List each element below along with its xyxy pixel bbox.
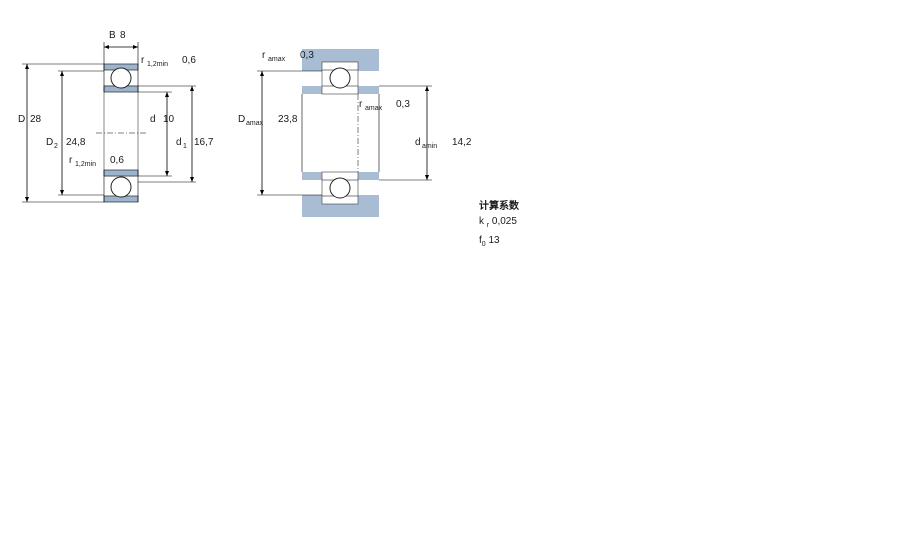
shaft-bottom-right xyxy=(358,172,379,180)
housing-top xyxy=(302,49,379,63)
label-ra-mid-symbol: r xyxy=(359,99,363,110)
dim-da: d amin 14,2 xyxy=(379,85,472,181)
housing-bottom-left xyxy=(302,195,322,203)
label-d1-value: 16,7 xyxy=(194,137,214,148)
label-r-bottom-sub: 1,2min xyxy=(75,161,96,168)
housing-top-left xyxy=(302,63,322,71)
label-d1-symbol: d xyxy=(176,137,182,148)
factor-f0-symbol: f xyxy=(479,235,482,246)
label-ra-top-symbol: r xyxy=(262,50,266,61)
dim-D2: D 2 24,8 xyxy=(46,70,104,196)
dim-ra-mid: r amax 0,3 xyxy=(359,99,410,112)
label-r-top-symbol: r xyxy=(141,55,145,66)
ball-bottom xyxy=(110,176,132,198)
label-da-sub: amin xyxy=(422,143,437,150)
mounted-ball-top xyxy=(329,67,351,89)
housing-top-right xyxy=(358,63,379,71)
label-ra-mid-value: 0,3 xyxy=(396,99,410,110)
factor-kr-sub: r xyxy=(486,222,490,229)
label-ra-top-sub: amax xyxy=(268,56,286,63)
label-D2-sub: 2 xyxy=(54,143,58,150)
dim-ra-top: r amax 0,3 xyxy=(262,50,314,63)
label-da-value: 14,2 xyxy=(452,137,472,148)
label-Da-symbol: D xyxy=(238,114,245,125)
dim-d: d 10 xyxy=(138,91,175,177)
inner-ring-bottom xyxy=(103,169,139,177)
dim-r-bottom: r 1,2min 0,6 xyxy=(69,155,124,168)
factors-title: 计算系数 xyxy=(479,201,519,212)
label-B-symbol: B xyxy=(109,30,116,41)
label-ra-mid-sub: amax xyxy=(365,105,383,112)
mounted-ball-bottom xyxy=(329,177,351,199)
label-d1-sub: 1 xyxy=(183,143,187,150)
shaft-top-left xyxy=(302,86,322,94)
factor-kr: k r 0,025 xyxy=(479,214,519,233)
factor-kr-symbol: k xyxy=(479,216,484,227)
label-r-bottom-symbol: r xyxy=(69,155,73,166)
ball-top xyxy=(110,67,132,89)
bearing-cross-section xyxy=(96,63,146,203)
label-r-bottom-value: 0,6 xyxy=(110,155,124,166)
shaft-top-right xyxy=(358,86,379,94)
factor-f0-sub: 0 xyxy=(481,241,486,248)
factor-f0-value: 13 xyxy=(488,235,500,246)
label-D2-value: 24,8 xyxy=(66,137,86,148)
label-D2-symbol: D xyxy=(46,137,53,148)
shaft-bottom-left xyxy=(302,172,322,180)
housing-bottom-right xyxy=(358,195,379,203)
label-D-value: 28 xyxy=(30,114,42,125)
factor-kr-value: 0,025 xyxy=(491,216,517,227)
label-r-top-value: 0,6 xyxy=(182,55,196,66)
label-d-value: 10 xyxy=(163,114,175,125)
label-D-symbol: D xyxy=(18,114,25,125)
label-Da-sub: amax xyxy=(246,120,264,127)
label-B-value: 8 xyxy=(120,30,126,41)
label-da-symbol: d xyxy=(415,137,421,148)
label-d-symbol: d xyxy=(150,114,156,125)
dim-d1: d 1 16,7 xyxy=(138,85,214,183)
bore-area xyxy=(103,85,139,177)
calculation-factors: 计算系数 k r 0,025 f0 13 xyxy=(479,199,519,252)
dim-D: D 28 xyxy=(18,63,104,203)
housing-bottom xyxy=(302,203,379,217)
dim-r-top: r 1,2min 0,6 xyxy=(141,55,196,68)
dim-B: B 8 xyxy=(103,30,139,64)
dim-Da: D amax 23,8 xyxy=(238,70,322,196)
abutment-drawing xyxy=(301,49,380,217)
label-ra-top-value: 0,3 xyxy=(300,50,314,61)
label-Da-value: 23,8 xyxy=(278,114,298,125)
label-r-top-sub: 1,2min xyxy=(147,61,168,68)
factor-f0: f0 13 xyxy=(479,233,519,252)
